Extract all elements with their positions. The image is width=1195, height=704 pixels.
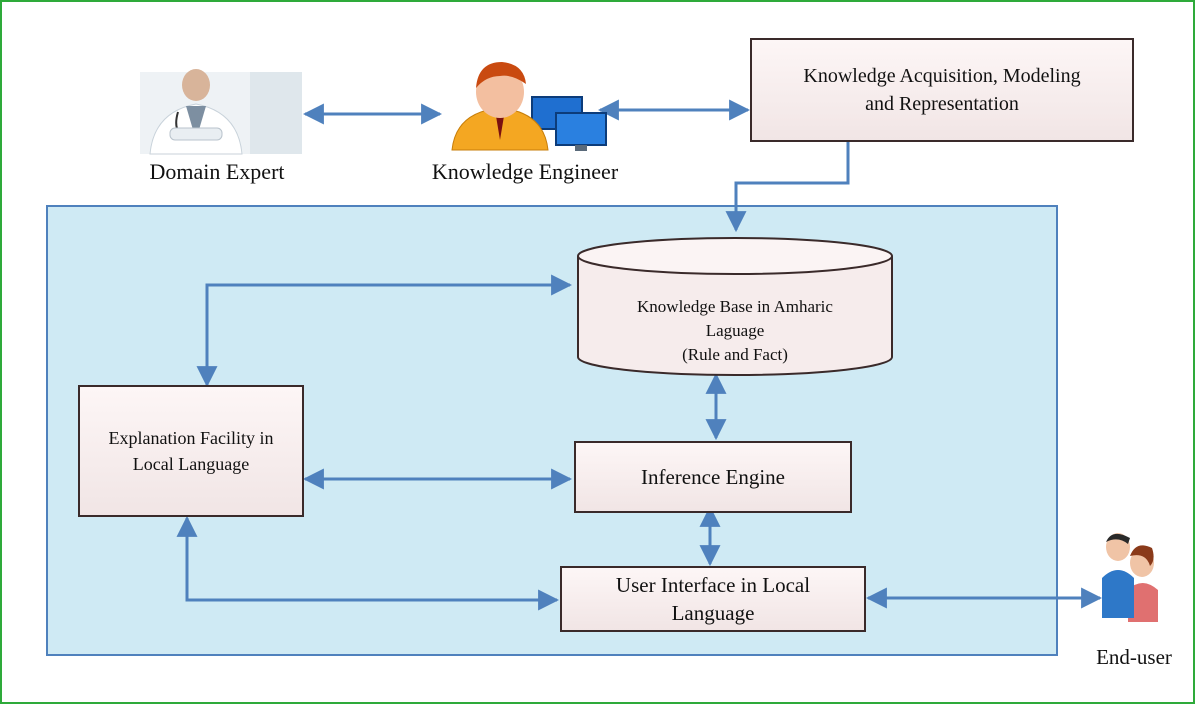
user-interface-label: User Interface in Local Language xyxy=(615,573,811,625)
two-users-icon xyxy=(1102,533,1158,622)
explanation-facility-label: Explanation Facility in Local Language xyxy=(108,428,274,474)
inference-engine-label: Inference Engine xyxy=(641,464,785,489)
explanation-facility-box: Explanation Facility in Local Language xyxy=(78,385,304,517)
edge-acquisition-kb xyxy=(725,142,850,233)
acquisition-label: Knowledge Acquisition, Modeling and Repr… xyxy=(803,65,1081,115)
knowledge-base-label: Knowledge Base in Amharic Laguage (Rule … xyxy=(637,297,833,364)
inference-engine-box: Inference Engine xyxy=(574,441,852,513)
end-user-label: End-user xyxy=(1096,645,1172,669)
knowledge-engineer-label: Knowledge Engineer xyxy=(431,159,619,184)
edge-explanation-kb xyxy=(196,274,573,388)
acquisition-box: Knowledge Acquisition, Modeling and Repr… xyxy=(750,38,1134,142)
user-interface-box: User Interface in Local Language xyxy=(560,566,866,632)
knowledge-base-cylinder xyxy=(577,237,893,376)
edge-explanation-ui xyxy=(176,515,560,611)
domain-expert-label: Domain Expert xyxy=(149,159,285,184)
doctor-photo-icon xyxy=(140,69,302,155)
engineer-with-computers-icon xyxy=(451,62,607,151)
